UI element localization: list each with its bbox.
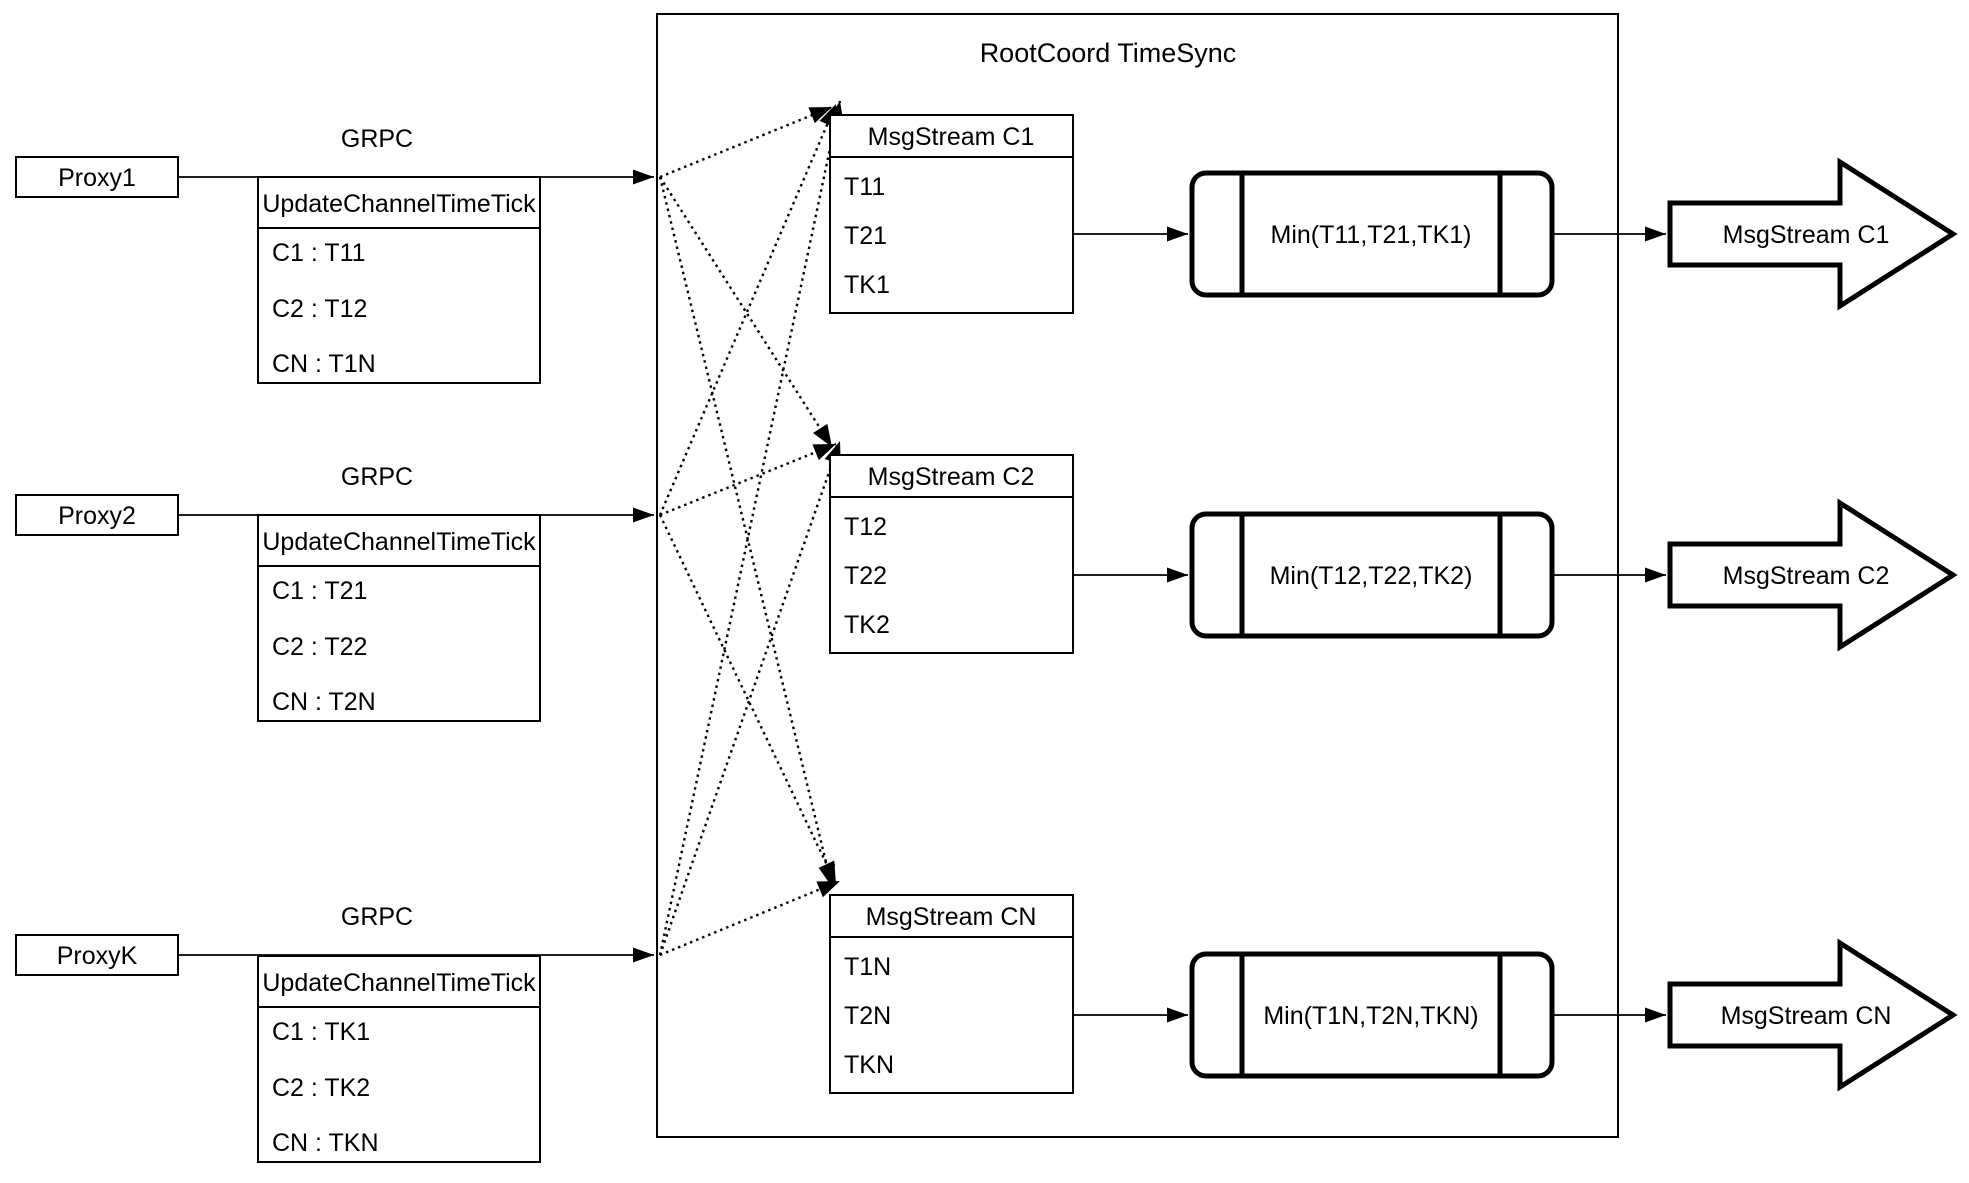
msgstream-table-2-header: MsgStream C2 (868, 463, 1035, 491)
row-proxy1: Proxy1 GRPC UpdateChannelTimeTick C1 : T… (15, 114, 1958, 384)
update-table-3-frame (257, 955, 541, 1163)
out-arrow-1-label: MsgStream C1 (1723, 221, 1890, 249)
update-table-3-row-1: C2 : TK2 (272, 1074, 370, 1102)
dotted-arrow-pk-c1 (658, 100, 844, 956)
dotted-arrow-p2-c1 (658, 103, 838, 516)
rootcoord-title: RootCoord TimeSync (980, 38, 1237, 68)
update-table-1-frame (257, 176, 541, 384)
proxy1-label: Proxy1 (58, 164, 136, 192)
msgstream-table-1-frame (829, 114, 1074, 314)
proxyk-label: ProxyK (57, 942, 138, 970)
dotted-arrow-p2-c2 (659, 442, 837, 517)
proxy2-box (15, 494, 179, 536)
msgstream-table-2-row-2: TK2 (844, 611, 890, 639)
msgstream-table-1: MsgStream C1 T11 T21 TK1 (829, 114, 1074, 314)
msgstream-table-2: MsgStream C2 T12 T22 TK2 (829, 454, 1074, 654)
msgstream-table-2-frame (829, 454, 1074, 654)
out-arrow-1: MsgStream C1 (1667, 157, 1958, 311)
out-arrow-3-shape (1667, 938, 1958, 1092)
update-table-3: UpdateChannelTimeTick C1 : TK1 C2 : TK2 … (257, 955, 541, 1163)
min-label-2: Min(T12,T22,TK2) (1270, 562, 1473, 590)
min-label-1: Min(T11,T21,TK1) (1271, 221, 1472, 249)
msgstream-table-2-row-1: T22 (844, 562, 887, 590)
update-table-2-row-1: C2 : T22 (272, 633, 367, 661)
update-table-1: UpdateChannelTimeTick C1 : T11 C2 : T12 … (257, 176, 541, 384)
min-box-2: Min(T12,T22,TK2) (1189, 511, 1555, 639)
update-table-2-header: UpdateChannelTimeTick (262, 528, 536, 556)
proxy2-label: Proxy2 (58, 502, 136, 530)
out-arrow-2-label: MsgStream C2 (1723, 562, 1890, 590)
update-table-2-row-0: C1 : T21 (272, 577, 367, 605)
msgstream-table-3-header: MsgStream CN (866, 903, 1037, 931)
msgstream-table-3-frame (829, 894, 1074, 1094)
update-table-2-row-2: CN : T2N (272, 688, 376, 716)
update-table-3-row-0: C1 : TK1 (272, 1018, 370, 1046)
dotted-arrow-p1-cn (658, 176, 836, 888)
grpc-label-3: GRPC (341, 903, 413, 931)
out-arrow-2: MsgStream C2 (1667, 498, 1958, 652)
min-label-3: Min(T1N,T2N,TKN) (1263, 1002, 1478, 1030)
update-table-3-row-2: CN : TKN (272, 1129, 379, 1157)
msgstream-table-1-row-1: T21 (844, 222, 887, 250)
msgstream-table-3-row-2: TKN (844, 1051, 894, 1079)
update-table-1-row-2: CN : T1N (272, 350, 376, 378)
dotted-arrow-p2-cn (658, 514, 838, 885)
dotted-arrow-p1-c1 (659, 105, 833, 179)
out-arrow-3-label: MsgStream CN (1721, 1002, 1892, 1030)
dotted-arrow-pk-c2 (658, 440, 842, 956)
msgstream-table-3: MsgStream CN T1N T2N TKN (829, 894, 1074, 1094)
dotted-arrow-pk-cn (659, 879, 841, 957)
msgstream-table-1-header: MsgStream C1 (868, 123, 1035, 151)
min-box-3: Min(T1N,T2N,TKN) (1189, 951, 1555, 1079)
out-arrow-1-shape (1667, 157, 1958, 311)
row-proxy2: Proxy2 GRPC UpdateChannelTimeTick C1 : T… (15, 454, 1958, 722)
row-proxyk: ProxyK GRPC UpdateChannelTimeTick C1 : T… (15, 894, 1958, 1163)
msgstream-table-3-row-0: T1N (844, 953, 891, 981)
update-table-1-header: UpdateChannelTimeTick (262, 190, 536, 218)
msgstream-table-1-row-0: T11 (844, 173, 885, 201)
dotted-arrow-p1-c2 (658, 176, 834, 448)
min-box-1: Min(T11,T21,TK1) (1189, 170, 1555, 298)
msgstream-table-1-row-2: TK1 (844, 271, 890, 299)
proxyk-box (15, 934, 179, 976)
grpc-label-1: GRPC (341, 125, 413, 153)
proxy1-box (15, 156, 179, 198)
update-table-1-row-1: C2 : T12 (272, 295, 367, 323)
out-arrow-3: MsgStream CN (1667, 938, 1958, 1092)
msgstream-table-2-row-0: T12 (844, 513, 887, 541)
msgstream-table-3-row-1: T2N (844, 1002, 891, 1030)
update-table-2: UpdateChannelTimeTick C1 : T21 C2 : T22 … (257, 514, 541, 722)
update-table-3-header: UpdateChannelTimeTick (262, 969, 536, 997)
update-table-1-row-0: C1 : T11 (272, 239, 366, 267)
out-arrow-2-shape (1667, 498, 1958, 652)
dotted-arrow-fan (658, 100, 844, 957)
update-table-2-frame (257, 514, 541, 722)
grpc-label-2: GRPC (341, 463, 413, 491)
